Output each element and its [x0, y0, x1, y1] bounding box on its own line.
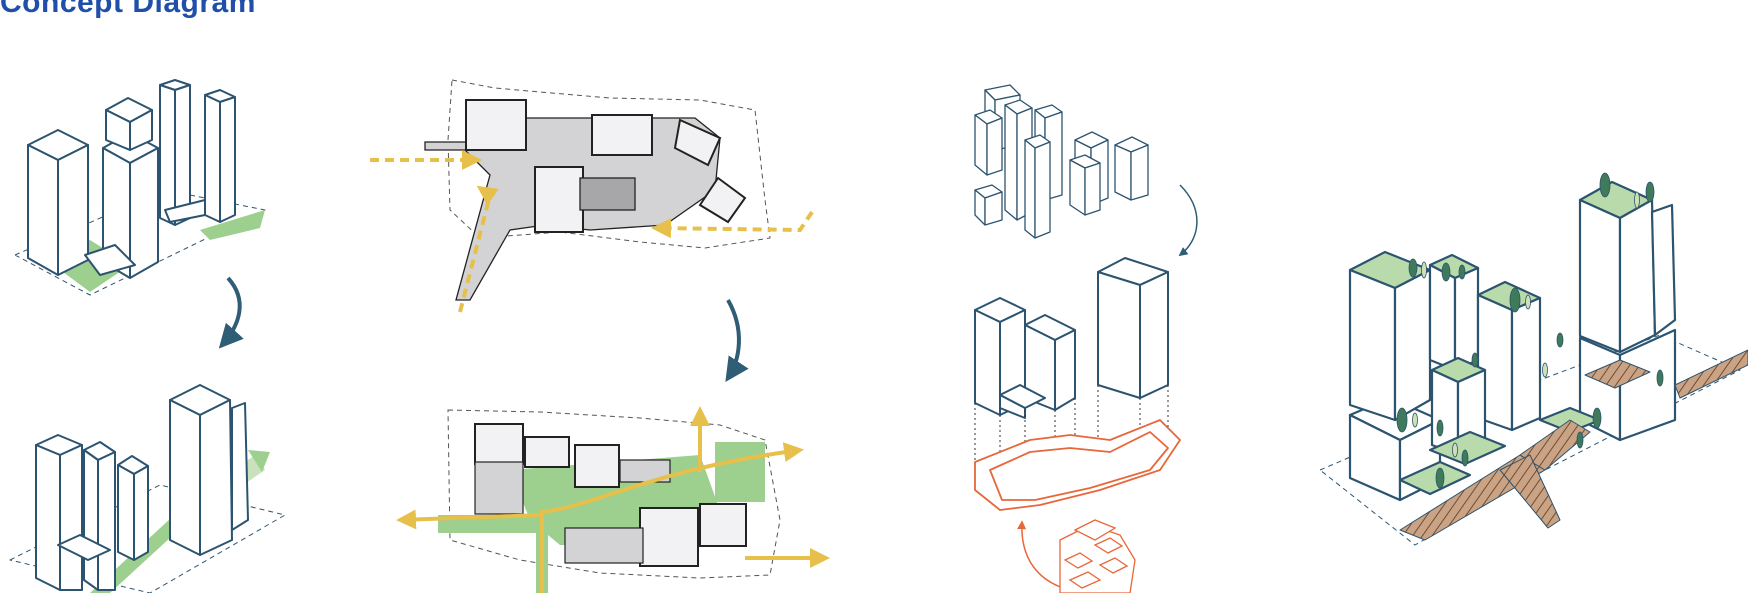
building-courtyard — [580, 178, 635, 210]
building-block — [475, 424, 523, 464]
panel-consolidated-towers — [975, 258, 1168, 418]
building-block — [525, 437, 569, 467]
panel-greenway-massing — [10, 385, 285, 593]
transition-arrow-icon — [222, 278, 240, 345]
transition-arrow-icon — [1180, 185, 1197, 255]
building-block — [466, 100, 526, 150]
building-block — [592, 115, 652, 155]
panel-site-plan-top — [370, 80, 812, 312]
green-courtyard — [715, 442, 765, 502]
building-block — [700, 504, 746, 546]
building-block — [640, 508, 698, 566]
panel-tower-massing — [15, 80, 265, 295]
timber-bridge — [1675, 350, 1748, 398]
podium-plate — [975, 420, 1180, 510]
panel-fragment-towers — [975, 85, 1148, 238]
transition-arrow-icon — [728, 300, 739, 378]
panel-final-axonometric — [1320, 173, 1748, 545]
building-block — [575, 445, 619, 487]
building-base — [565, 528, 643, 563]
building-base — [475, 462, 523, 514]
village-cluster — [1060, 520, 1135, 593]
panel-site-plan-bottom — [400, 410, 826, 593]
building-block — [535, 167, 583, 232]
